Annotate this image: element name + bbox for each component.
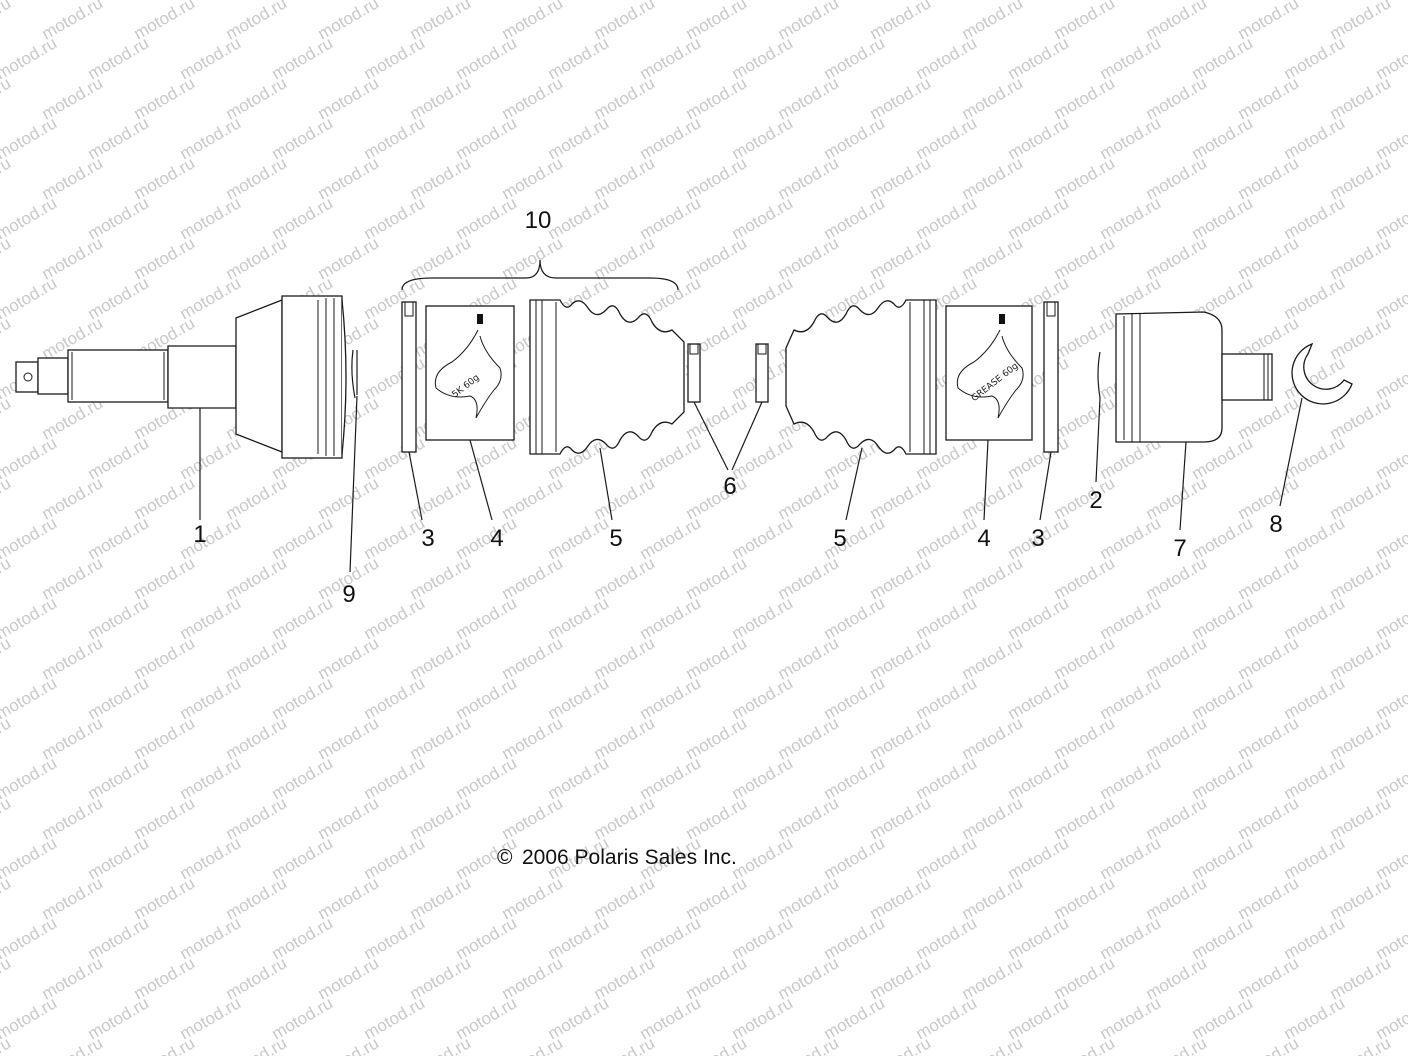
clip-part-2 <box>1097 351 1101 399</box>
callout-7: 7 <box>1173 535 1186 562</box>
circlip-8 <box>1291 342 1353 405</box>
copyright-notice: © 2006 Polaris Sales Inc. <box>497 846 737 869</box>
callout-6: 6 <box>723 473 736 500</box>
callout-3-left: 3 <box>421 525 434 552</box>
copyright-symbol: © <box>497 846 513 869</box>
callout-10: 10 <box>525 207 552 234</box>
callout-8: 8 <box>1269 511 1282 538</box>
band-pair-6 <box>687 343 769 403</box>
clamp-right <box>1043 301 1059 453</box>
kit-10-brace <box>401 259 679 291</box>
leader-lines <box>199 395 1303 573</box>
boot-right <box>785 299 937 455</box>
clip-part-9 <box>351 349 358 399</box>
callout-5-right: 5 <box>833 525 846 552</box>
boot-left <box>529 299 685 455</box>
callout-3-right: 3 <box>1031 525 1044 552</box>
callout-numbers: 1 2 3 3 4 4 5 5 6 7 8 9 10 <box>193 207 1282 608</box>
callout-9: 9 <box>342 581 355 608</box>
grease-packet-right: GREASE 60g <box>945 305 1033 441</box>
outer-cv-joint <box>15 295 347 459</box>
copyright-text: 2006 Polaris Sales Inc. <box>522 846 737 869</box>
inner-cv-joint <box>1115 311 1273 443</box>
clamp-left <box>401 301 417 453</box>
grease-packet-left: 5K 60g <box>425 305 515 441</box>
callout-5-left: 5 <box>609 525 622 552</box>
callout-1: 1 <box>193 521 206 548</box>
callout-4-left: 4 <box>490 525 503 552</box>
callout-4-right: 4 <box>977 525 990 552</box>
callout-2: 2 <box>1089 487 1102 514</box>
